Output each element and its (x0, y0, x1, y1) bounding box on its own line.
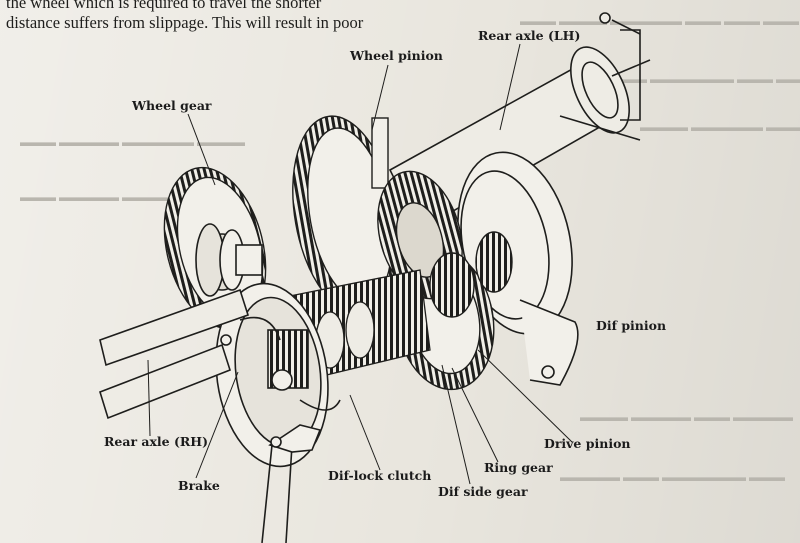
label-rear-axle-rh: Rear axle (RH) (104, 434, 209, 449)
label-rear-axle-lh: Rear axle (LH) (478, 28, 581, 43)
leader-lines (147, 43, 573, 485)
bleed-through-text: ▬▬▬▬ ▬▬▬▬▬▬ ▬▬▬ ▬▬ (640, 120, 800, 134)
bleed-through-text: ▬▬▬▬▬ ▬▬▬ ▬▬▬▬▬▬▬ ▬▬▬ (560, 470, 785, 484)
ring-gear (292, 115, 513, 391)
label-ring-gear: Ring gear (484, 460, 553, 475)
bleed-through-text: ▬▬▬ ▬▬▬▬▬ ▬▬▬▬▬▬ ▬▬▬▬ (20, 135, 245, 149)
rear-axle-rh-shaft (99, 223, 263, 420)
label-wheel-pinion: Wheel pinion (350, 48, 443, 63)
body-text: the wheel which is required to travel th… (6, 0, 406, 33)
body-text-line: distance suffers from slippage. This wil… (6, 13, 364, 32)
label-drive-pinion: Drive pinion (544, 436, 631, 451)
bleed-through-text: ▬▬▬ ▬▬▬▬ ▬▬▬▬▬▬ ▬▬▬ ▬▬▬ ▬▬▬ ▬▬▬ (520, 14, 800, 28)
label-wheel-gear: Wheel gear (132, 98, 212, 113)
label-dif-pinion: Dif pinion (596, 318, 667, 333)
label-dif-lock-clutch: Dif-lock clutch (328, 468, 432, 483)
rear-axle-lh-shaft (388, 12, 651, 232)
brake-assembly (215, 282, 341, 468)
brake-lever (261, 424, 322, 543)
label-dif-side-gear: Dif side gear (438, 484, 528, 499)
bleed-through-text: ▬▬▬▬ ▬▬▬▬▬ ▬▬▬ ▬▬▬▬▬ (580, 410, 793, 424)
body-text-line: the wheel which is required to travel th… (6, 0, 322, 12)
label-brake: Brake (178, 478, 220, 493)
